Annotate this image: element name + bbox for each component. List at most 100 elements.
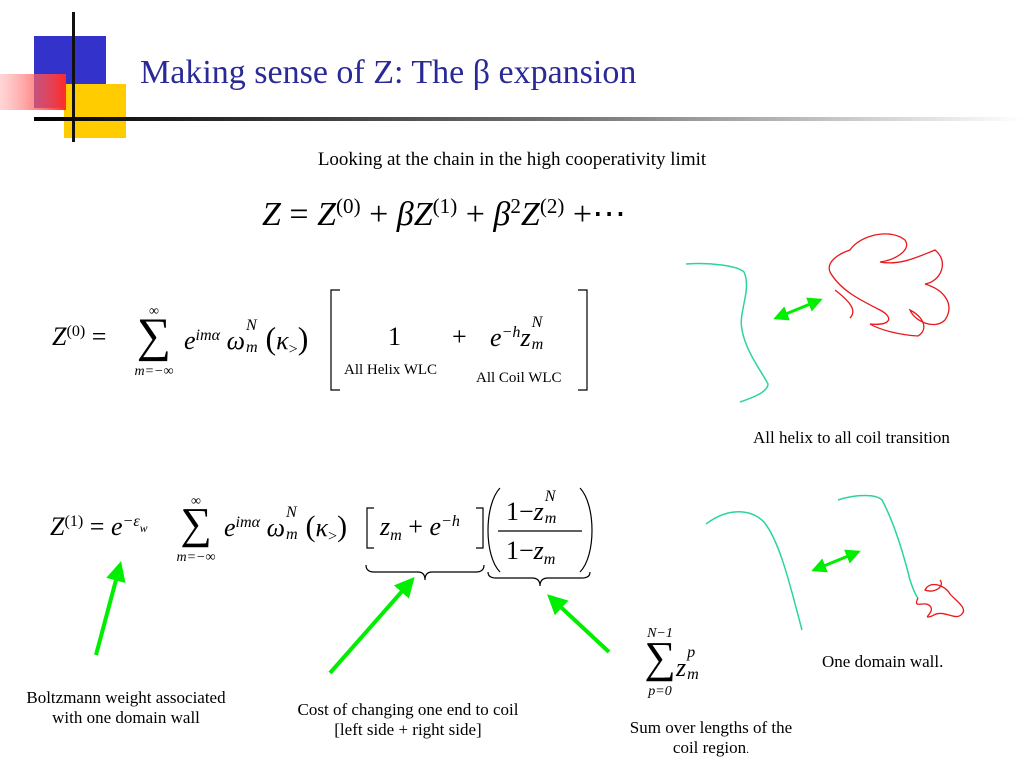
z1-boltzmann-e: e (110, 512, 123, 541)
sum-underbrace (487, 571, 591, 587)
z1-num-z-sup: N (544, 488, 556, 505)
z0-coil-e: e (490, 323, 502, 352)
z0-superscript: (0) (66, 323, 86, 341)
main-sup-2: (2) (539, 194, 565, 219)
z1-cost-exp: −h (440, 513, 460, 531)
z1-boltzmann-exp: −ε (122, 513, 140, 531)
z0-label-coil: All Coil WLC (476, 370, 562, 386)
z1-left-bracket (366, 507, 374, 549)
z1-den-one-minus: 1− (506, 536, 534, 565)
sum-caption-period: . (746, 742, 750, 756)
boltzmann-caption: Boltzmann weight associated with one dom… (6, 688, 246, 728)
z0-kappa: κ (276, 326, 289, 355)
corner-decoration (0, 12, 1024, 142)
main-sup-1: (1) (432, 194, 458, 219)
z0-sum-sign: ∑ (136, 309, 172, 362)
helix-coil-caption: All helix to all coil transition (753, 428, 950, 447)
z0-omega-sub: m (245, 339, 258, 356)
z1-cost-e: e (429, 512, 441, 541)
z1-frac-left-paren (487, 487, 501, 573)
cost-caption: Cost of changing one end to coil [left s… (268, 700, 548, 740)
z0-plus: + (452, 322, 467, 351)
z1-num-z: z (533, 497, 544, 526)
boltzmann-caption-line2: with one domain wall (52, 708, 200, 727)
z1-num-z-sub: m (544, 510, 557, 527)
cost-caption-line1: Cost of changing one end to coil (297, 700, 519, 719)
sum-caption-line1: Sum over lengths of the (629, 718, 793, 737)
z1-boltzmann-exp-sub: w (139, 521, 148, 535)
domain-wall-coil-part (915, 579, 965, 618)
z1-rparen: ) (337, 510, 348, 543)
z0-symbol: Z (52, 322, 67, 351)
domain-wall-caption: One domain wall. (822, 652, 944, 671)
z1-cost-term: zm + e−h (380, 512, 460, 544)
z1-right-bracket (476, 507, 484, 549)
z0-equals: = (91, 322, 107, 351)
main-z0: Z (317, 196, 337, 233)
main-beta-1: β (396, 196, 414, 233)
z0-one: 1 (388, 322, 401, 351)
main-z2: Z (520, 196, 540, 233)
z1-frac-right-paren (579, 487, 593, 573)
sum-p-top: N−1 (647, 626, 673, 641)
boltzmann-arrow (94, 561, 126, 656)
cost-underbrace (365, 564, 485, 581)
z0-omega: ω (226, 326, 245, 355)
sum-p-bottom: p=0 (648, 684, 672, 699)
z1-kappa: κ (315, 513, 328, 542)
domain-wall-double-arrow (811, 549, 861, 573)
z1-omega: ω (266, 513, 285, 542)
z0-lparen: ( (265, 320, 277, 356)
sum-arrow (547, 594, 611, 654)
coil-chain-tail (834, 289, 854, 319)
domain-wall-helix-curve (705, 511, 803, 631)
main-plus-3: + (572, 196, 593, 233)
z0-sum-bottom: m=−∞ (134, 364, 174, 379)
z1-den-z-sub: m (543, 550, 556, 568)
z1-symbol: Z (50, 512, 65, 541)
z1-cost-plus: + (408, 512, 423, 541)
sum-caption: Sum over lengths of the coil region. (606, 718, 816, 758)
z1-fraction-denominator: 1−zm (506, 536, 556, 568)
z1-lhs: Z(1) = e−εw (50, 512, 148, 542)
boltzmann-caption-line1: Boltzmann weight associated (26, 688, 226, 707)
z1-cost-z-sub: m (390, 526, 402, 544)
z1-superscript: (1) (64, 513, 84, 531)
z0-z-sub: m (531, 336, 544, 353)
z0-coil-z: z (520, 323, 531, 352)
z0-label-helix: All Helix WLC (344, 362, 438, 378)
z1-equals: = (89, 512, 105, 541)
z0-e: e (184, 326, 196, 355)
z1-e: e (224, 513, 236, 542)
z1-sum-top: ∞ (191, 494, 201, 509)
deco-red-bar (0, 74, 66, 110)
slide-subtitle: Looking at the chain in the high coopera… (317, 149, 707, 170)
main-equals: = (289, 196, 309, 233)
sum-p-z: z (676, 653, 687, 682)
domain-wall-helix-part (837, 494, 919, 599)
helix-coil-double-arrow (773, 297, 823, 321)
z1-exp: imα (235, 514, 261, 532)
helix-chain-curve (685, 262, 769, 403)
title-underline (34, 117, 1024, 121)
cost-caption-line2: [left side + right side] (334, 720, 482, 739)
z0-kappa-sub: > (288, 340, 298, 358)
main-expansion-equation: Z = Z(0) + βZ(1) + β2Z(2) +⋯ (262, 194, 626, 234)
z1-omega-sub: m (285, 526, 298, 543)
main-dots: ⋯ (592, 196, 627, 233)
z0-omega-sup: N (245, 317, 257, 334)
z1-den-z: z (533, 536, 544, 565)
deco-vertical-line (72, 12, 75, 142)
z0-rparen: ) (297, 320, 309, 356)
sum-p-sign: ∑ (644, 633, 676, 682)
main-beta-square: 2 (510, 194, 521, 219)
main-z1: Z (413, 196, 433, 233)
z0-right-bracket (578, 289, 588, 391)
main-sup-0: (0) (336, 194, 361, 219)
